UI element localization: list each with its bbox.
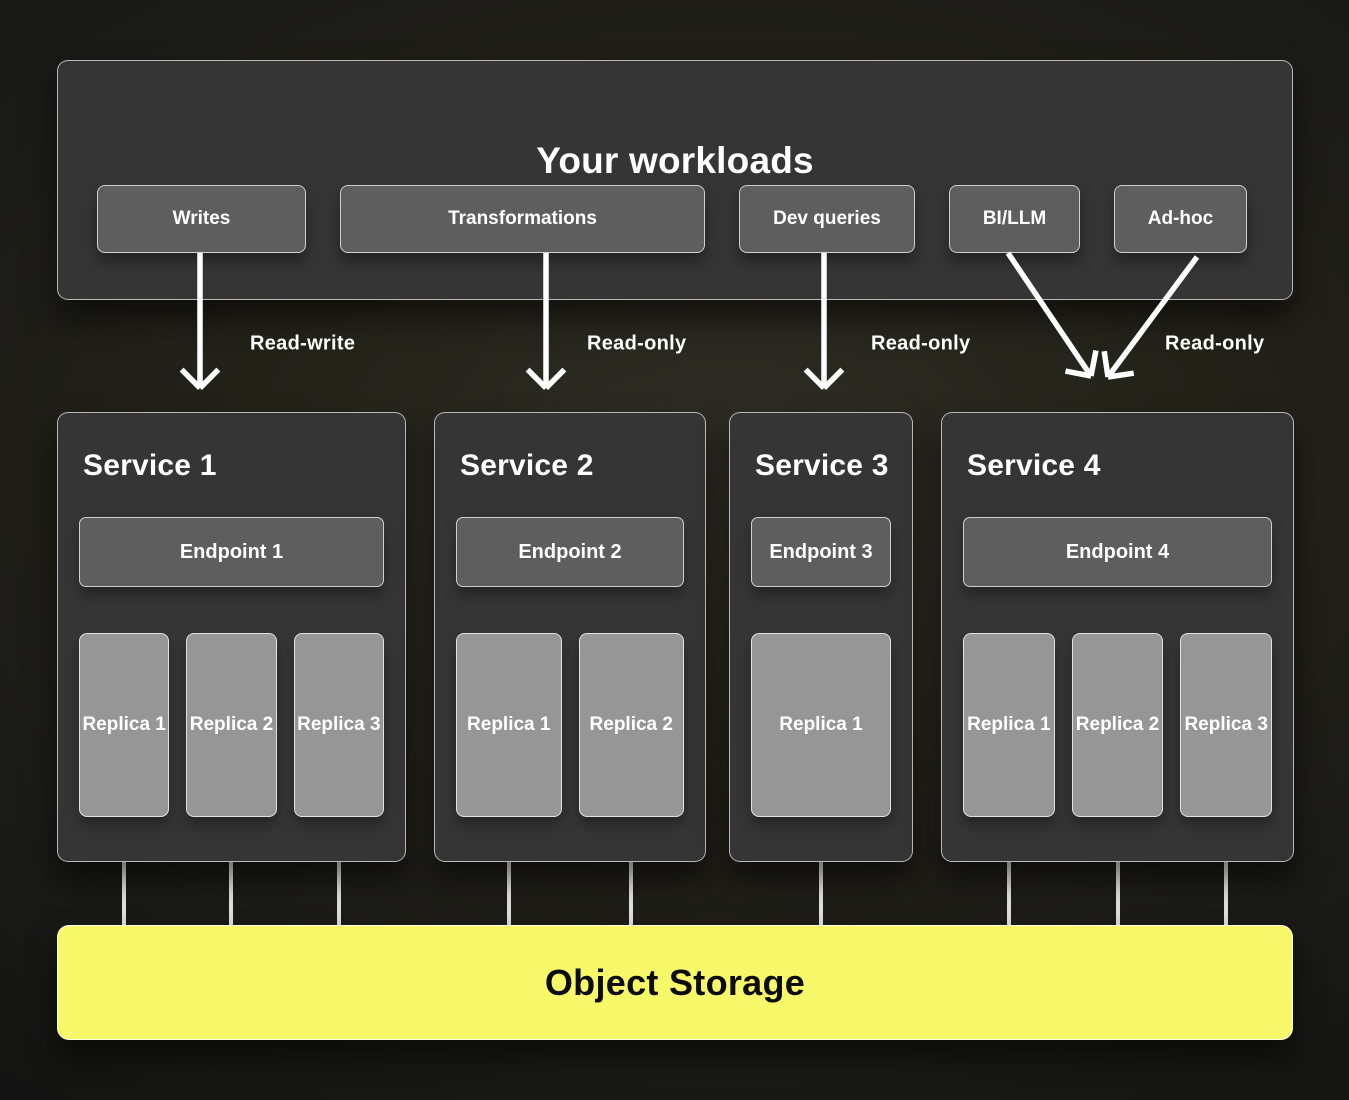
storage-connector-line xyxy=(1006,856,1011,928)
flow-label-read-only-2: Read-only xyxy=(871,332,971,355)
workload-ad-hoc: Ad-hoc xyxy=(1114,185,1247,253)
replica: Replica 3 xyxy=(293,633,384,817)
storage-connector-line xyxy=(629,856,634,928)
workloads-title: Your workloads xyxy=(536,140,814,181)
workload-transformations: Transformations xyxy=(340,185,705,253)
object-storage-label: Object Storage xyxy=(544,961,806,1003)
service-3-replicas: Replica 1 xyxy=(751,633,891,817)
workload-bi-llm: BI/LLM xyxy=(949,185,1080,253)
storage-connector-line xyxy=(122,856,127,928)
workload-writes: Writes xyxy=(97,185,306,253)
replica: Replica 2 xyxy=(186,633,277,817)
workload-dev-queries: Dev queries xyxy=(739,185,915,253)
service-3-endpoint: Endpoint 3 xyxy=(751,517,891,587)
service-2-title: Service 2 xyxy=(460,449,594,482)
replica: Replica 1 xyxy=(751,633,891,817)
service-4-title: Service 4 xyxy=(967,449,1101,482)
storage-connector-line xyxy=(506,856,511,928)
service-2-endpoint: Endpoint 2 xyxy=(456,517,684,587)
replica: Replica 2 xyxy=(578,633,684,817)
service-2-panel: Service 2 Endpoint 2 Replica 1 Replica 2 xyxy=(434,412,706,862)
workloads-panel: Your workloads Writes Transformations De… xyxy=(57,60,1293,300)
service-3-title: Service 3 xyxy=(755,449,889,482)
flow-label-read-write: Read-write xyxy=(250,332,356,355)
workloads-button-row: Writes Transformations Dev queries BI/LL… xyxy=(97,185,1247,253)
replica: Replica 3 xyxy=(1180,633,1273,817)
storage-connector-line xyxy=(336,856,341,928)
storage-connector-line xyxy=(819,856,823,928)
replica: Replica 1 xyxy=(79,633,170,817)
storage-connector-line xyxy=(1224,856,1229,928)
service-1-title: Service 1 xyxy=(83,449,217,482)
object-storage-bar: Object Storage xyxy=(57,925,1293,1040)
replica: Replica 1 xyxy=(963,633,1055,817)
service-2-replicas: Replica 1 Replica 2 xyxy=(456,633,684,817)
flow-label-read-only-3: Read-only xyxy=(1165,332,1265,355)
service-4-endpoint: Endpoint 4 xyxy=(963,517,1272,587)
service-1-panel: Service 1 Endpoint 1 Replica 1 Replica 2… xyxy=(57,412,406,862)
storage-connector-line xyxy=(229,856,234,928)
service-4-panel: Service 4 Endpoint 4 Replica 1 Replica 2… xyxy=(941,412,1294,862)
service-3-panel: Service 3 Endpoint 3 Replica 1 xyxy=(729,412,913,862)
flow-label-read-only-1: Read-only xyxy=(587,332,687,355)
service-1-endpoint: Endpoint 1 xyxy=(79,517,384,587)
storage-connector-line xyxy=(1115,856,1120,928)
service-4-replicas: Replica 1 Replica 2 Replica 3 xyxy=(963,633,1273,817)
replica: Replica 2 xyxy=(1071,633,1164,817)
replica: Replica 1 xyxy=(456,633,562,817)
service-1-replicas: Replica 1 Replica 2 Replica 3 xyxy=(79,633,384,817)
